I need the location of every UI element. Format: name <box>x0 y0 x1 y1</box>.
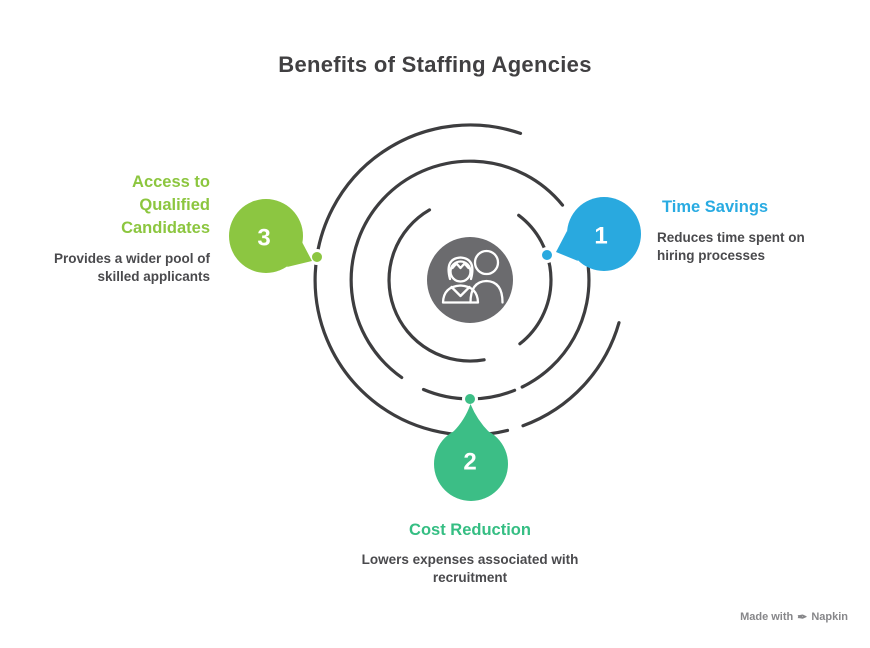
step-1-number: 1 <box>594 223 607 250</box>
step-3-badge: 3 <box>229 199 312 273</box>
step-1-badge-circle <box>567 197 641 271</box>
watermark-prefix: Made with <box>740 611 794 623</box>
step-1-description: Reduces time spent on hiring processes <box>657 230 805 263</box>
center-circle <box>427 237 513 323</box>
inner-arc-right <box>517 213 553 346</box>
step-3-dot <box>309 249 325 265</box>
outer-arc-main <box>313 123 523 437</box>
step-3-badge-circle <box>229 199 303 273</box>
pen-nib-icon: ✒ <box>797 610 808 624</box>
step-2-number: 2 <box>463 449 476 476</box>
step-2-dot <box>462 391 478 407</box>
step-1-badge: 1 <box>556 197 641 271</box>
step-1-dot <box>539 247 555 263</box>
step-2-badge-tail <box>453 404 489 432</box>
step-1-label: Time Savings <box>662 198 769 216</box>
made-with-napkin-watermark[interactable]: Made with ✒ Napkin <box>740 611 848 623</box>
center-hub <box>427 237 513 323</box>
step-3-description: Provides a wider pool of skilled applica… <box>53 251 210 284</box>
step-3-number: 3 <box>257 225 270 252</box>
step-2-description: Lowers expenses associated with recruitm… <box>361 552 579 585</box>
step-1-badge-tail <box>556 231 578 261</box>
page-title: Benefits of Staffing Agencies <box>278 52 592 77</box>
inner-arc-left <box>387 208 486 363</box>
middle-arc-right <box>520 266 591 389</box>
step-3-label: Access to Qualified Candidates <box>121 173 210 237</box>
step-2-label: Cost Reduction <box>409 521 531 539</box>
step-2-badge-circle <box>434 427 508 501</box>
middle-arc-main <box>349 159 565 380</box>
step-2-badge: 2 <box>434 404 508 501</box>
people-icon <box>441 249 504 304</box>
watermark-brand: Napkin <box>811 611 848 623</box>
outer-arc-right <box>521 321 621 428</box>
spiral-arcs <box>313 123 621 437</box>
